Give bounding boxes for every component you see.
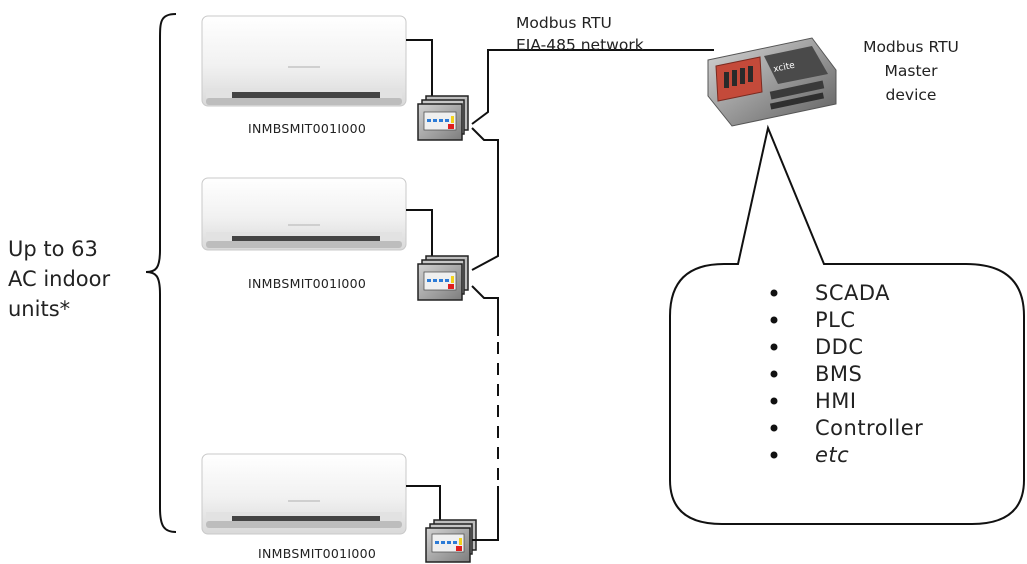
master-label-line-1: Modbus RTU <box>863 38 959 56</box>
gateway-model-label: INMBSMIT001I000 <box>258 546 376 561</box>
master-types-callout <box>669 124 1025 525</box>
bullet-icon <box>770 343 778 351</box>
bullet-icon <box>770 451 778 459</box>
units-count-line-2: AC indoor <box>8 267 111 291</box>
ac-indoor-unit <box>201 177 407 251</box>
network-label-line-1: Modbus RTU <box>516 14 612 32</box>
gateway-device <box>417 95 469 141</box>
gateway-model-label: INMBSMIT001I000 <box>248 121 366 136</box>
master-type-item: DDC <box>815 335 864 359</box>
master-brand-logo: xcite <box>773 61 797 75</box>
master-label: Modbus RTU Master device <box>863 38 959 104</box>
master-type-item: HMI <box>815 389 857 413</box>
master-type-item: BMS <box>815 362 862 386</box>
master-label-line-2: Master <box>885 62 939 80</box>
master-type-item: SCADA <box>815 281 890 305</box>
master-device: xcite <box>707 37 837 127</box>
bullet-icon <box>770 316 778 324</box>
ac-indoor-unit <box>201 15 407 107</box>
bullet-icon <box>770 370 778 378</box>
ac-to-gateway-wire <box>406 39 433 96</box>
master-type-item: Controller <box>815 416 923 440</box>
eia485-bus <box>471 49 714 541</box>
gateway-model-label: INMBSMIT001I000 <box>248 276 366 291</box>
ac-indoor-unit <box>201 453 407 535</box>
units-group-brace <box>145 13 177 533</box>
units-count-label: Up to 63 AC indoor units* <box>8 237 111 321</box>
gateway-device <box>425 519 477 563</box>
ac-to-gateway-wire <box>406 485 441 520</box>
network-label-line-2: EIA-485 network <box>516 36 644 54</box>
master-type-item: etc <box>815 443 849 467</box>
ac-to-gateway-wire <box>406 209 433 256</box>
bullet-icon <box>770 397 778 405</box>
bullet-icon <box>770 424 778 432</box>
bullet-icon <box>770 289 778 297</box>
master-type-item: PLC <box>815 308 856 332</box>
network-label: Modbus RTU EIA-485 network <box>516 14 644 54</box>
master-label-line-3: device <box>886 86 937 104</box>
gateway-device <box>417 255 469 301</box>
master-types-list: SCADA PLC DDC BMS HMI Controller etc <box>770 281 923 467</box>
units-count-line-3: units* <box>8 297 70 321</box>
units-count-line-1: Up to 63 <box>8 237 98 261</box>
